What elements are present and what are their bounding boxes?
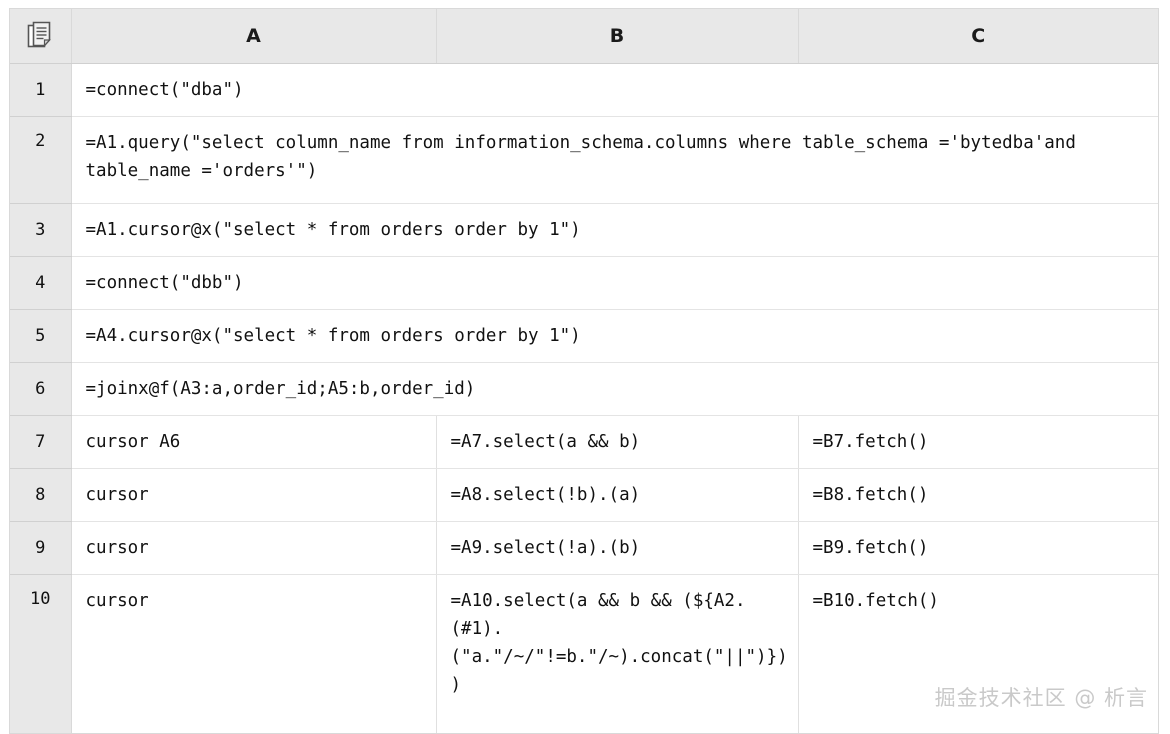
column-header-row: A B C <box>10 9 1158 64</box>
row-header-6[interactable]: 6 <box>10 362 72 416</box>
cell-a6[interactable]: =joinx@f(A3:a,order_id;A5:b,order_id) <box>71 362 1158 416</box>
cell-c8[interactable]: =B8.fetch() <box>798 468 1158 522</box>
select-all-corner-cell[interactable] <box>10 9 72 64</box>
spreadsheet-grid: A B C 1 =connect("dba") 2 =A1.query("sel… <box>9 8 1159 734</box>
cell-b9[interactable]: =A9.select(!a).(b) <box>436 521 799 575</box>
row-header-7[interactable]: 7 <box>10 415 72 469</box>
cell-b10[interactable]: =A10.select(a && b && (${A2.(#1).("a."/~… <box>436 574 799 733</box>
cell-a3[interactable]: =A1.cursor@x("select * from orders order… <box>71 203 1158 257</box>
row-header-4[interactable]: 4 <box>10 256 72 310</box>
row-header-10[interactable]: 10 <box>10 574 72 733</box>
column-header-b[interactable]: B <box>436 9 799 64</box>
cell-a5[interactable]: =A4.cursor@x("select * from orders order… <box>71 309 1158 363</box>
table-row: 6 =joinx@f(A3:a,order_id;A5:b,order_id) <box>10 362 1158 416</box>
cell-grid: A B C 1 =connect("dba") 2 =A1.query("sel… <box>10 9 1158 733</box>
cell-b8[interactable]: =A8.select(!b).(a) <box>436 468 799 522</box>
cell-a9[interactable]: cursor <box>71 521 437 575</box>
cell-b7[interactable]: =A7.select(a && b) <box>436 415 799 469</box>
row-header-8[interactable]: 8 <box>10 468 72 522</box>
row-header-3[interactable]: 3 <box>10 203 72 257</box>
cell-c7[interactable]: =B7.fetch() <box>798 415 1158 469</box>
cell-c10[interactable]: =B10.fetch() <box>798 574 1158 733</box>
table-row: 8 cursor =A8.select(!b).(a) =B8.fetch() <box>10 468 1158 522</box>
sheets-copy-icon <box>27 21 53 51</box>
table-row: 5 =A4.cursor@x("select * from orders ord… <box>10 309 1158 363</box>
row-header-1[interactable]: 1 <box>10 63 72 117</box>
cell-c9[interactable]: =B9.fetch() <box>798 521 1158 575</box>
row-header-9[interactable]: 9 <box>10 521 72 575</box>
table-row: 9 cursor =A9.select(!a).(b) =B9.fetch() <box>10 521 1158 575</box>
column-header-c[interactable]: C <box>798 9 1158 64</box>
cell-a8[interactable]: cursor <box>71 468 437 522</box>
table-row: 4 =connect("dbb") <box>10 256 1158 310</box>
cell-a1[interactable]: =connect("dba") <box>71 63 1158 117</box>
cell-a2[interactable]: =A1.query("select column_name from infor… <box>71 116 1158 204</box>
cell-a4[interactable]: =connect("dbb") <box>71 256 1158 310</box>
table-row: 10 cursor =A10.select(a && b && (${A2.(#… <box>10 574 1158 733</box>
table-row: 2 =A1.query("select column_name from inf… <box>10 116 1158 204</box>
table-row: 3 =A1.cursor@x("select * from orders ord… <box>10 203 1158 257</box>
table-row: 1 =connect("dba") <box>10 63 1158 117</box>
cell-a7[interactable]: cursor A6 <box>71 415 437 469</box>
table-row: 7 cursor A6 =A7.select(a && b) =B7.fetch… <box>10 415 1158 469</box>
row-header-5[interactable]: 5 <box>10 309 72 363</box>
row-header-2[interactable]: 2 <box>10 116 72 204</box>
column-header-a[interactable]: A <box>71 9 437 64</box>
cell-a10[interactable]: cursor <box>71 574 437 733</box>
